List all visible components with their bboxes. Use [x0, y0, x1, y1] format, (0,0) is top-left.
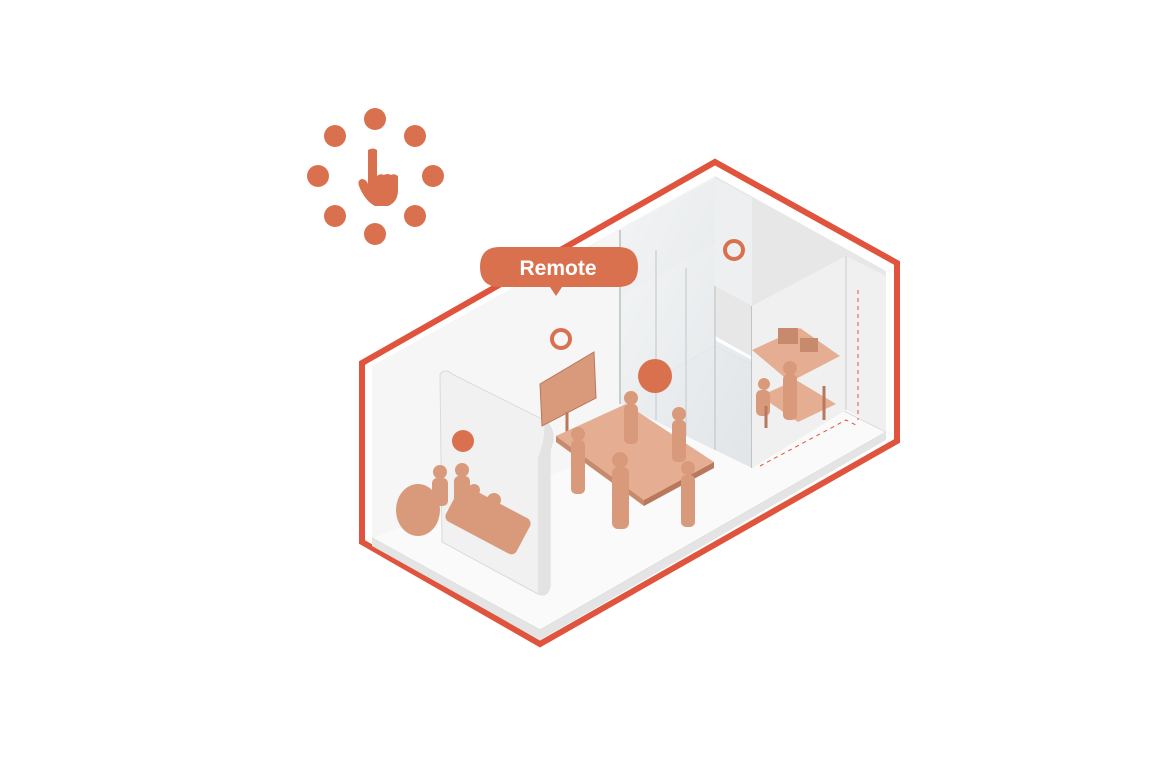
person-seated [486, 493, 502, 536]
person-standing [783, 361, 797, 420]
lounge-chair [396, 484, 440, 536]
person-seated [432, 465, 448, 506]
monitor [800, 338, 818, 352]
whiteboard-screen [539, 351, 597, 427]
back-wall-panel [372, 230, 620, 538]
person-seated [756, 378, 770, 416]
location-ring-icon [550, 328, 572, 350]
tap-hand-with-dots-icon [307, 108, 444, 245]
location-ring-icon [723, 239, 745, 261]
person-seated [454, 463, 470, 506]
person-standing [571, 427, 585, 494]
curved-divider-wall [439, 370, 554, 596]
person-standing [624, 391, 638, 444]
meeting-table [556, 404, 714, 500]
dashed-guide [759, 419, 859, 467]
remote-callout: Remote [480, 247, 638, 296]
hand-pointer-icon [358, 148, 398, 206]
location-dot-icon [452, 430, 474, 452]
remote-callout-label: Remote [519, 257, 596, 280]
location-dot-icon [638, 359, 672, 393]
desk-area [752, 328, 840, 428]
person-standing [612, 452, 629, 529]
monitor [778, 328, 798, 344]
standing-desk [760, 380, 836, 422]
meeting-area [539, 351, 714, 529]
person-standing [672, 407, 686, 462]
person-seated [466, 484, 480, 522]
person-standing [681, 461, 695, 527]
lounge-area [396, 463, 531, 555]
